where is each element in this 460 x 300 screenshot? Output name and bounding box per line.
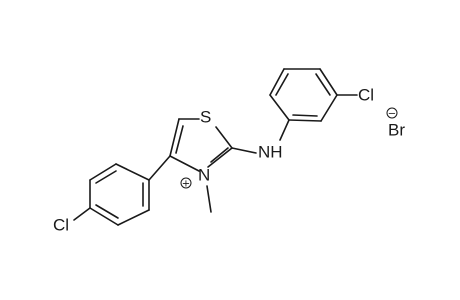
bond [231,147,257,154]
sulfur-atom-label: S [200,107,211,126]
bond [95,204,119,219]
bond [210,147,229,163]
bond [117,209,150,226]
amine-nh-label: NH [258,142,283,161]
ring-nitrogen-atom-label: N [198,165,210,184]
bond [207,147,233,168]
bond [269,94,290,121]
bond [315,73,331,96]
nitrogen-positive-charge: + [180,177,192,190]
bond [292,114,318,117]
bond [73,207,91,221]
bond [169,118,180,157]
bond [319,68,338,96]
bond-lines [73,68,358,226]
bond [89,207,119,226]
bond [148,155,171,181]
bond [95,170,117,184]
bond [288,119,322,122]
positive-charge-sign: + [182,179,190,190]
chlorine-meta-label: Cl [358,85,374,104]
bond [206,185,212,213]
bond [89,163,117,181]
bond [175,125,184,154]
bond [169,155,200,172]
bromide-label: Br [388,120,405,139]
bond [279,119,290,141]
bond [115,163,150,181]
chlorine-para-label: Cl [53,215,69,234]
bond [215,126,233,149]
bromide-negative-charge: − [386,107,398,120]
negative-charge-sign: − [388,109,396,120]
bond [275,73,289,96]
bond [320,94,338,122]
bond [269,68,285,96]
